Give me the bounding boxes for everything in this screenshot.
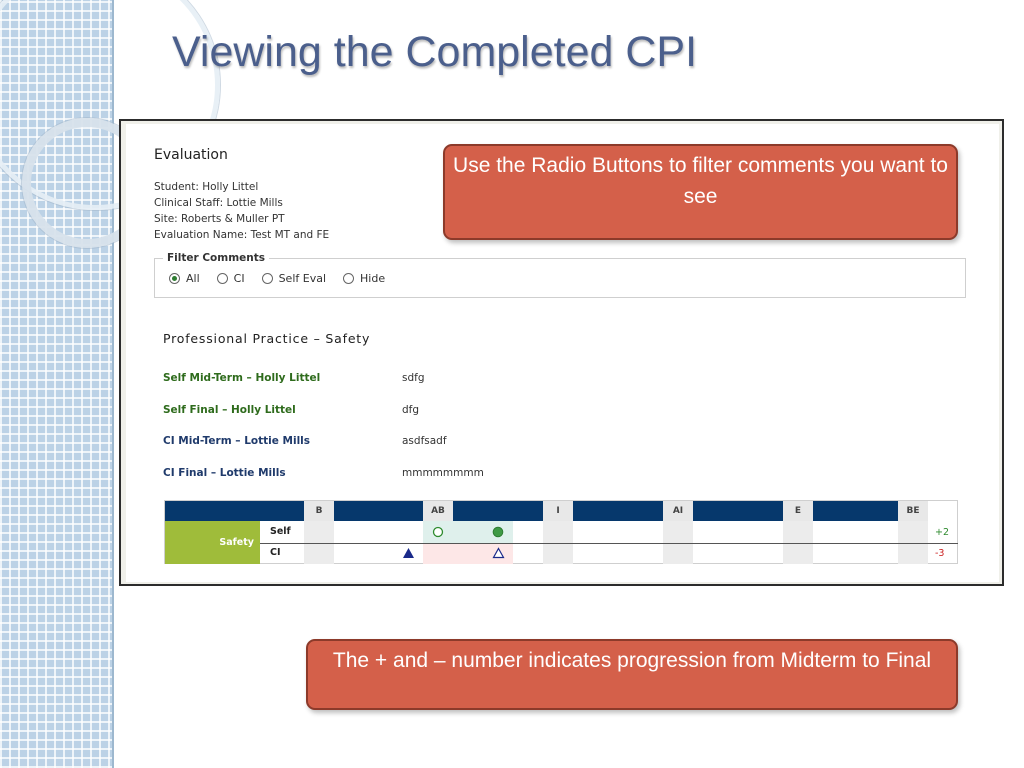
row-label-ci: CI: [270, 547, 281, 558]
radio-all[interactable]: [169, 273, 180, 284]
score-self: +2: [935, 527, 950, 538]
comment-label-self-midterm: Self Mid-Term – Holly Littel: [163, 372, 321, 384]
radio-label-all: All: [186, 272, 200, 285]
comment-label-ci-final: CI Final – Lottie Mills: [163, 467, 286, 479]
slide-title: Viewing the Completed CPI: [172, 28, 698, 76]
clinical-staff-line: Clinical Staff: Lottie Mills: [154, 197, 283, 209]
radio-hide[interactable]: [343, 273, 355, 284]
student-line: Student: Holly Littel: [154, 181, 259, 193]
column-header-ab: AB: [423, 501, 453, 521]
radio-option-all[interactable]: All: [169, 272, 200, 285]
open-triangle-icon: [492, 547, 505, 559]
column-shade-ai: [663, 521, 693, 564]
comment-label-self-final: Self Final – Holly Littel: [163, 404, 296, 416]
comment-label-ci-midterm: CI Mid-Term – Lottie Mills: [163, 435, 311, 447]
radio-label-self-eval: Self Eval: [278, 272, 327, 285]
evaluation-heading: Evaluation: [154, 147, 228, 163]
column-header-e: E: [783, 501, 813, 521]
evaluation-name-line: Evaluation Name: Test MT and FE: [154, 229, 330, 241]
ci-range-highlight: [423, 543, 513, 564]
column-header-i: I: [543, 501, 573, 521]
column-shade-be: [898, 521, 928, 564]
radio-label-ci: CI: [233, 272, 245, 285]
filter-comments-fieldset: Filter Comments All CI Self Eval Hide: [154, 252, 966, 298]
comment-text-ci-final: mmmmmmmm: [402, 467, 484, 479]
section-title: Professional Practice – Safety: [163, 331, 371, 346]
filled-circle-icon: [492, 526, 504, 538]
column-header-be: BE: [898, 501, 928, 521]
column-shade-e: [783, 521, 813, 564]
radio-option-ci[interactable]: CI: [216, 272, 245, 285]
radio-option-self-eval[interactable]: Self Eval: [261, 272, 327, 285]
callout-progression-tip: The + and – number indicates progression…: [306, 639, 958, 710]
callout-radio-tip: Use the Radio Buttons to filter comments…: [443, 144, 958, 240]
column-shade-i: [543, 521, 573, 564]
radio-label-hide: Hide: [360, 272, 386, 285]
row-label-self: Self: [270, 526, 291, 537]
column-header-b: B: [304, 501, 334, 521]
rating-grid: B AB I AI E BE Safety Self CI: [164, 500, 958, 564]
radio-ci[interactable]: [216, 273, 228, 284]
row-divider: [260, 543, 958, 544]
radio-self-eval[interactable]: [261, 273, 273, 284]
open-circle-icon: [432, 526, 444, 538]
column-shade-b: [304, 521, 334, 564]
radio-option-hide[interactable]: Hide: [343, 272, 385, 285]
site-line: Site: Roberts & Muller PT: [154, 213, 285, 225]
filter-legend: Filter Comments: [163, 252, 270, 264]
score-ci: -3: [935, 548, 945, 559]
column-header-ai: AI: [663, 501, 693, 521]
comment-text-self-final: dfg: [402, 404, 420, 416]
category-safety: Safety: [165, 521, 260, 564]
filled-triangle-icon: [403, 548, 414, 558]
comment-text-ci-midterm: asdfsadf: [402, 435, 447, 447]
filter-radio-group: All CI Self Eval Hide: [169, 272, 402, 285]
comment-text-self-midterm: sdfg: [402, 372, 425, 384]
self-range-highlight: [423, 521, 513, 543]
